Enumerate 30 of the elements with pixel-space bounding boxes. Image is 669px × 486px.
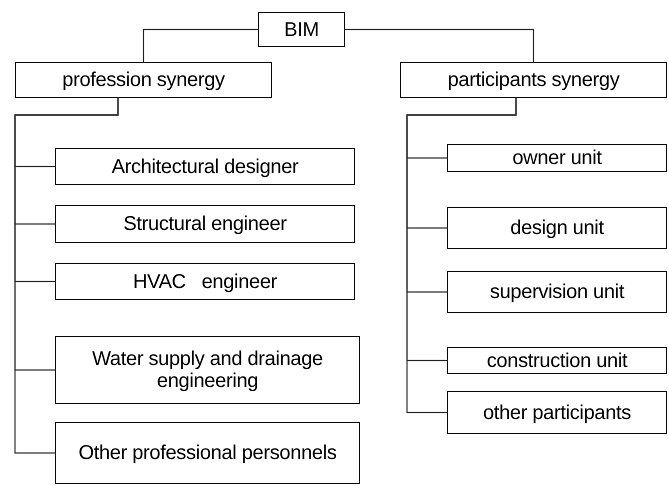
connector-line — [142, 28, 258, 62]
box-label: profession synergy — [62, 69, 225, 91]
box-label: HVAC engineer — [132, 270, 278, 292]
connector-line — [345, 28, 534, 62]
box-label: Architectural designer — [112, 156, 298, 178]
box-label: design unit — [510, 217, 604, 239]
box-label: owner unit — [512, 147, 602, 169]
box — [15, 62, 272, 98]
box-label: Water supply and drainage engineering — [91, 348, 324, 392]
box-label: Other professional personnels — [78, 442, 337, 464]
box — [55, 205, 355, 243]
box-label: BIM — [284, 18, 319, 40]
box-label: supervision unit — [490, 281, 624, 303]
box-label: other participants — [482, 402, 632, 424]
box — [447, 391, 667, 434]
box-label: construction unit — [486, 350, 628, 372]
box — [400, 62, 667, 98]
box-label: Structural engineer — [123, 213, 287, 235]
box — [258, 12, 345, 47]
connector-line — [14, 98, 119, 454]
connector-line — [406, 98, 517, 414]
box-label: participants synergy — [448, 69, 620, 91]
box — [55, 148, 355, 185]
box — [447, 144, 667, 172]
box — [447, 347, 667, 374]
box — [447, 271, 667, 313]
box — [55, 336, 360, 404]
box — [447, 207, 667, 249]
box — [55, 422, 360, 484]
box — [55, 263, 355, 300]
